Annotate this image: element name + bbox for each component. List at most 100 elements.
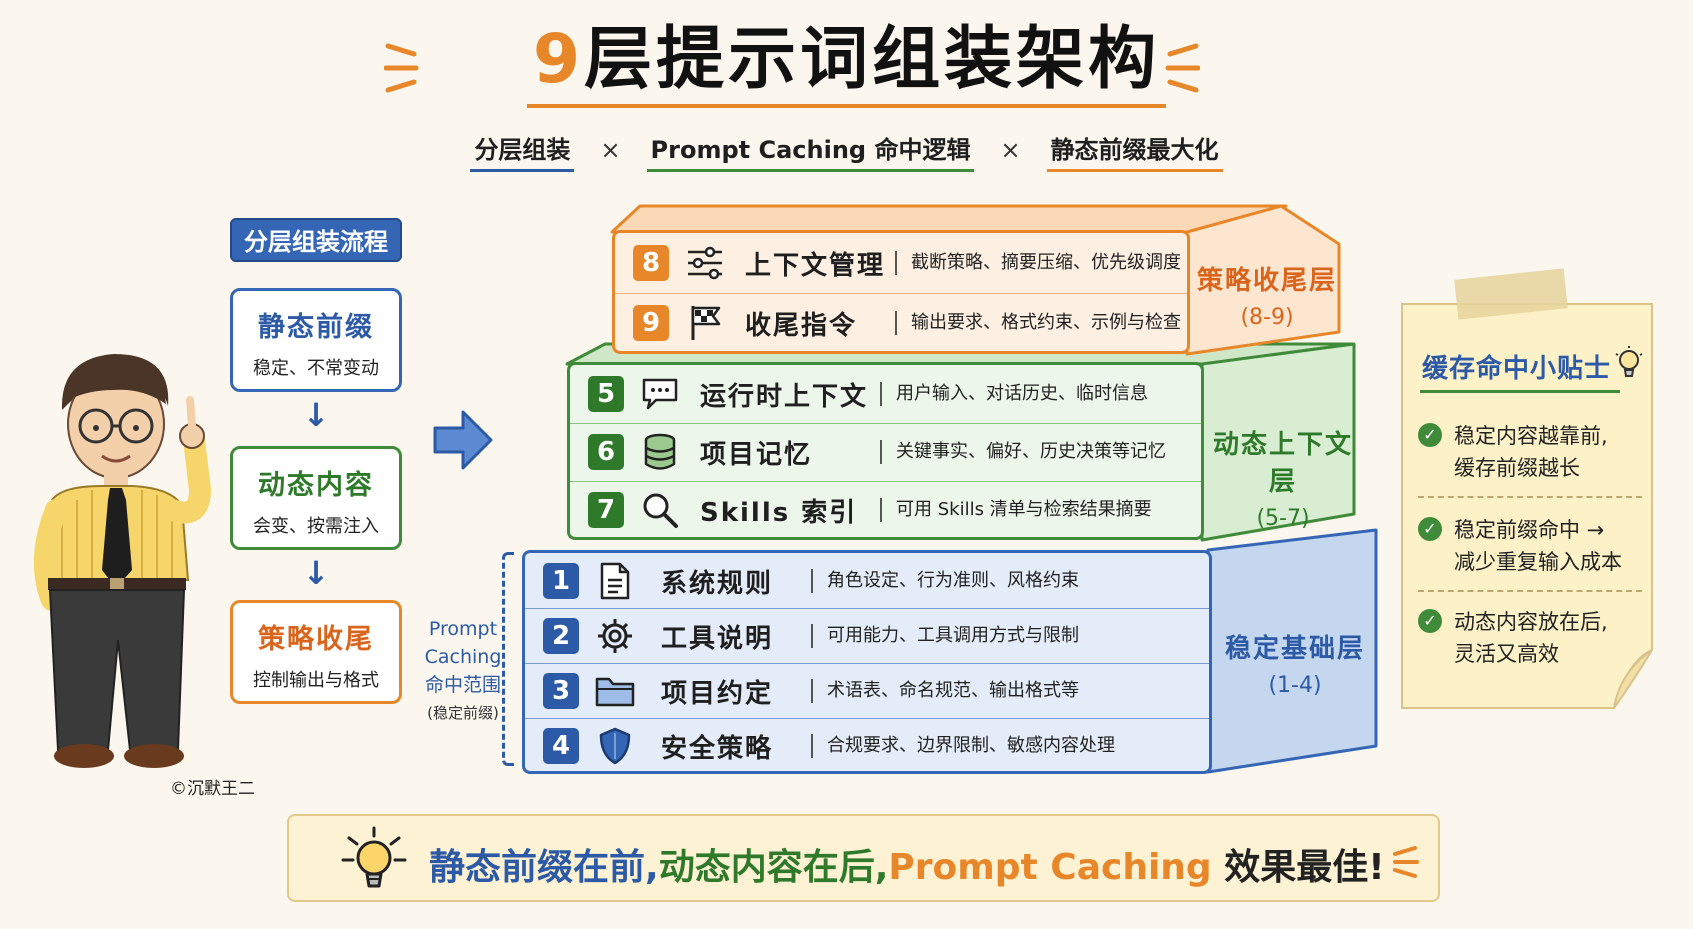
tier-policy: 8 上下文管理 截断策略、摘要压缩、优先级调度 9 收尾指令 输出要求、格式约束…	[612, 230, 1190, 354]
check-icon: ✓	[1418, 517, 1442, 541]
tip-line: 动态内容放在后,	[1454, 610, 1608, 634]
copyright-text: ©沉默王二	[170, 779, 255, 799]
layer-name: 项目记忆	[700, 439, 813, 470]
layer-row-2: 2 工具说明 可用能力、工具调用方式与限制	[525, 616, 1209, 656]
caching-scope-line-1: Prompt	[428, 618, 498, 640]
tip-line: 缓存前缀越长	[1454, 456, 1580, 480]
subtitle-part-2: Prompt Caching 命中逻辑	[646, 130, 975, 172]
flow-step-sub: 会变、按需注入	[253, 516, 379, 537]
summary-text: 静态前缀在前,动态内容在后,Prompt Caching 效果最佳!	[429, 838, 1385, 890]
check-icon: ✓	[1418, 423, 1442, 447]
tip-line: 灵活又高效	[1454, 642, 1559, 666]
tier-label-name: 策略收尾层	[1196, 266, 1337, 296]
flow-step-title: 静态前缀	[258, 312, 374, 343]
layer-number-badge: 1	[543, 563, 579, 599]
summary-part-4: 效果最佳!	[1224, 847, 1385, 888]
tip-item: ✓ 稳定前缀命中 → 减少重复输入成本	[1418, 514, 1622, 578]
layer-desc: 可用能力、工具调用方式与限制	[811, 624, 1079, 648]
sliders-icon	[683, 243, 727, 283]
flow-step-sub: 控制输出与格式	[253, 670, 379, 691]
tier-label-range: (1-4)	[1268, 673, 1322, 698]
sparkle-icon	[1389, 842, 1419, 886]
caching-scope-line-2: Caching	[424, 646, 502, 668]
subtitle-sep-2: ×	[1000, 136, 1021, 164]
tip-line: 减少重复输入成本	[1454, 550, 1622, 574]
flow-arrow-down-icon: ↓	[302, 396, 330, 434]
tip-item: ✓ 动态内容放在后, 灵活又高效	[1418, 606, 1608, 670]
tip-divider	[1418, 496, 1642, 498]
layer-desc: 截断策略、摘要压缩、优先级调度	[895, 251, 1181, 275]
layer-name: 工具说明	[661, 623, 774, 654]
layer-desc: 用户输入、对话历史、临时信息	[880, 382, 1148, 406]
tier-dynamic: 5 运行时上下文 用户输入、对话历史、临时信息 6 项目记忆 关键事实、偏好、历…	[567, 362, 1204, 540]
shield-icon	[593, 726, 637, 766]
lightbulb-icon	[1612, 344, 1646, 388]
subtitle-part-1: 分层组装	[470, 130, 575, 172]
title-text: 层提示词组装架构	[584, 20, 1161, 99]
tip-line: 稳定前缀命中 →	[1454, 518, 1605, 542]
tier-label-name: 动态上下文层	[1212, 430, 1353, 497]
document-icon	[593, 561, 637, 601]
character-illustration	[22, 340, 222, 800]
title-area: 9层提示词组装架构	[0, 18, 1693, 108]
flow-step-dynamic-content: 动态内容 会变、按需注入	[230, 446, 402, 550]
sparkle-left-icon	[383, 38, 424, 100]
layer-number-badge: 3	[543, 673, 579, 709]
check-icon: ✓	[1418, 609, 1442, 633]
layer-row-4: 4 安全策略 合规要求、边界限制、敏感内容处理	[525, 726, 1209, 766]
flow-step-sub: 稳定、不常变动	[253, 358, 379, 379]
layer-number-badge: 7	[588, 492, 624, 528]
layer-name: 收尾指令	[745, 310, 858, 341]
layer-number-badge: 2	[543, 618, 579, 654]
title-number: 9	[532, 20, 585, 99]
layer-name: 上下文管理	[745, 250, 886, 281]
layer-desc: 合规要求、边界限制、敏感内容处理	[811, 734, 1115, 758]
layer-number-badge: 6	[588, 434, 624, 470]
layer-row-5: 5 运行时上下文 用户输入、对话历史、临时信息	[570, 374, 1201, 414]
summary-banner: 静态前缀在前,动态内容在后,Prompt Caching 效果最佳!	[287, 814, 1440, 902]
layer-number-badge: 8	[633, 245, 669, 281]
flow-step-static-prefix: 静态前缀 稳定、不常变动	[230, 288, 402, 392]
sparkle-right-icon	[1160, 38, 1201, 100]
tier-dynamic-label: 动态上下文层 (5-7)	[1208, 424, 1358, 531]
layer-number-badge: 4	[543, 728, 579, 764]
layer-desc: 角色设定、行为准则、风格约束	[811, 569, 1079, 593]
layer-desc: 可用 Skills 清单与检索结果摘要	[880, 498, 1152, 522]
lightbulb-icon	[341, 826, 407, 900]
layer-desc: 术语表、命名规范、输出格式等	[811, 679, 1079, 703]
folder-icon	[593, 671, 637, 711]
note-title-underline	[1420, 390, 1620, 393]
layer-row-3: 3 项目约定 术语表、命名规范、输出格式等	[525, 671, 1209, 711]
gear-icon	[593, 616, 637, 656]
page-title: 9层提示词组装架构	[526, 18, 1167, 108]
layer-row-7: 7 Skills 索引 可用 Skills 清单与检索结果摘要	[570, 490, 1201, 530]
layer-row-1: 1 系统规则 角色设定、行为准则、风格约束	[525, 561, 1209, 601]
chat-icon	[638, 374, 682, 414]
layer-name: 安全策略	[661, 733, 774, 764]
flow-step-title: 动态内容	[258, 470, 374, 501]
layer-name: 系统规则	[661, 568, 774, 599]
tip-item: ✓ 稳定内容越靠前, 缓存前缀越长	[1418, 420, 1608, 484]
layer-name: 项目约定	[661, 678, 774, 709]
caching-scope-bracket	[502, 552, 514, 766]
layer-desc: 输出要求、格式约束、示例与检查	[895, 311, 1181, 335]
layer-row-6: 6 项目记忆 关键事实、偏好、历史决策等记忆	[570, 432, 1201, 472]
layer-row-9: 9 收尾指令 输出要求、格式约束、示例与检查	[615, 303, 1187, 343]
tip-line: 稳定内容越靠前,	[1454, 424, 1608, 448]
subtitle-sep-1: ×	[600, 136, 621, 164]
tier-label-name: 稳定基础层	[1224, 634, 1365, 664]
caching-scope-line-3: 命中范围	[424, 674, 501, 696]
caching-scope-label: Prompt Caching 命中范围 (稳定前缀)	[418, 615, 508, 727]
layer-desc: 关键事实、偏好、历史决策等记忆	[880, 440, 1166, 464]
layer-name: Skills 索引	[700, 497, 858, 528]
note-title: 缓存命中小贴士	[1422, 354, 1612, 384]
caching-scope-line-4: (稳定前缀)	[427, 704, 499, 722]
flow-header: 分层组装流程	[230, 218, 402, 262]
right-arrow-icon	[433, 408, 493, 472]
layer-number-badge: 9	[633, 305, 669, 341]
search-icon	[638, 490, 682, 530]
tier-label-range: (5-7)	[1256, 506, 1310, 531]
tier-policy-label: 策略收尾层 (8-9)	[1192, 260, 1342, 330]
tier-label-range: (8-9)	[1240, 305, 1294, 330]
tier-stable: 1 系统规则 角色设定、行为准则、风格约束 2 工具说明 可用能力、工具调用方式…	[522, 550, 1212, 774]
